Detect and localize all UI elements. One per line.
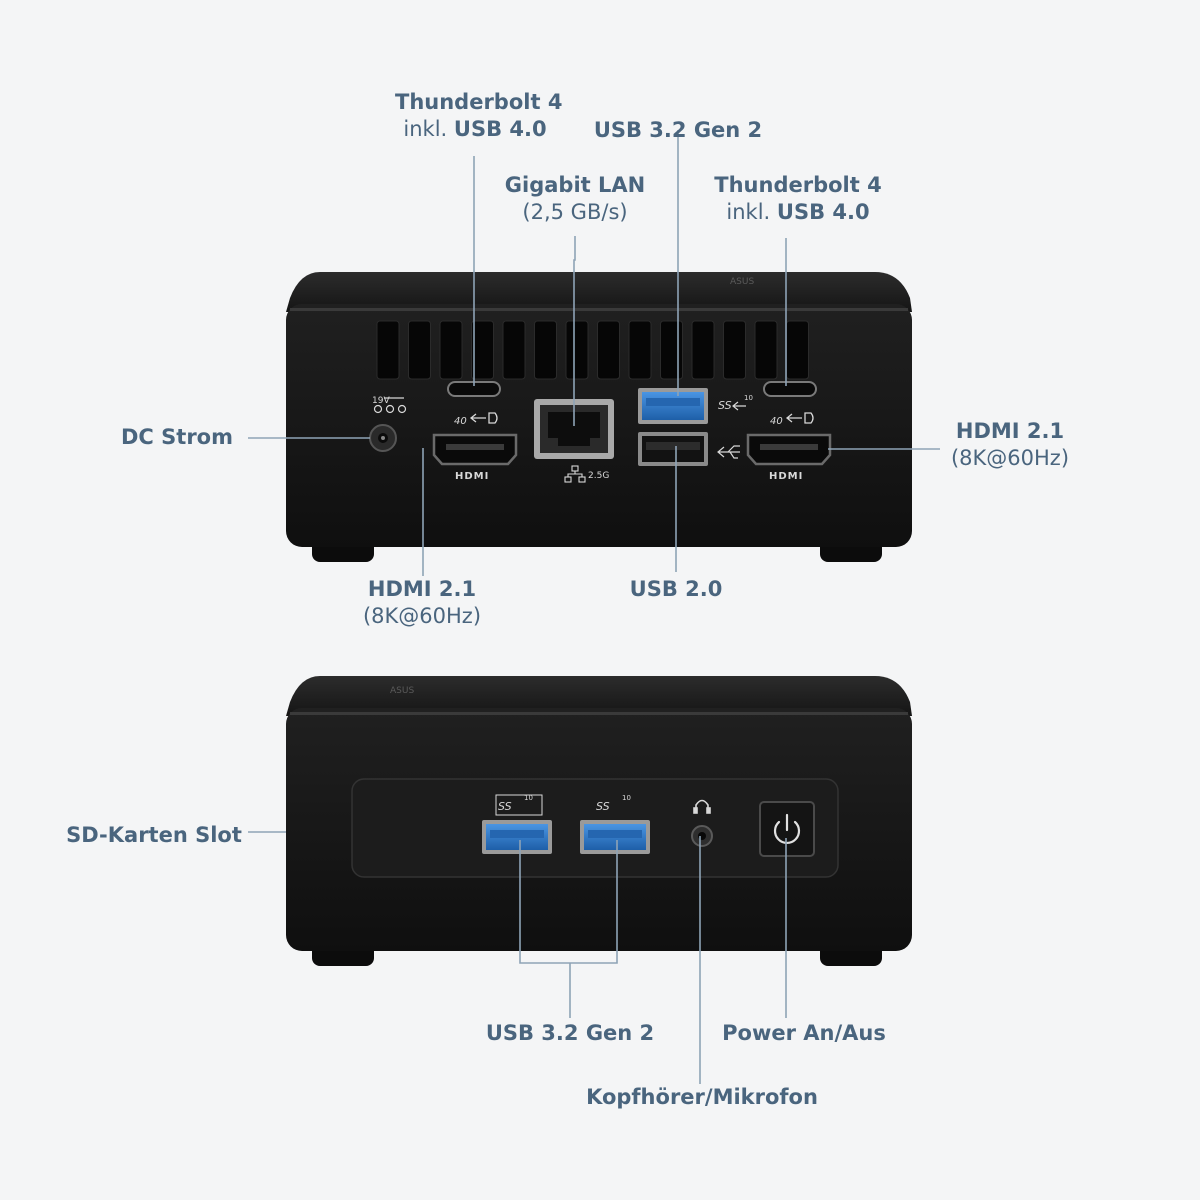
dc-marking: 19V	[372, 396, 390, 406]
vent-slot	[502, 320, 526, 380]
label-hdmi-left: HDMI 2.1 (8K@60Hz)	[356, 576, 488, 630]
tb-right-marking: 40	[770, 416, 783, 427]
label-lan: Gigabit LAN (2,5 GB/s)	[500, 172, 650, 226]
power-icon	[773, 813, 801, 844]
label-usb32-front: USB 3.2 Gen 2	[482, 1020, 658, 1047]
sd-card-icon	[495, 794, 543, 816]
label-lan-title: Gigabit LAN	[504, 173, 646, 197]
headset-icon	[693, 799, 711, 814]
usb-b-marking: SS	[596, 800, 610, 813]
label-hdmi-left-title: HDMI 2.1	[367, 577, 477, 601]
label-sd-title: SD-Karten Slot	[66, 823, 242, 847]
lid-seam	[290, 308, 908, 311]
usb-a-marking: SS	[498, 800, 512, 813]
hdmi-left-logo: HDMI	[455, 471, 489, 482]
label-hdmi-right: HDMI 2.1 (8K@60Hz)	[944, 418, 1076, 472]
label-hdmi-left-subtitle: (8K@60Hz)	[362, 604, 482, 628]
brand-mark: ASUS	[390, 686, 414, 696]
label-sd: SD-Karten Slot	[62, 822, 246, 849]
lid-top	[286, 272, 912, 312]
vent-slot	[597, 320, 620, 380]
usb-a-speed: 10	[524, 794, 533, 802]
lan-marking: 2.5G	[588, 471, 609, 481]
label-usb32-front-title: USB 3.2 Gen 2	[485, 1021, 655, 1045]
usb-icon	[732, 401, 746, 411]
usb-icon	[717, 445, 740, 459]
front-view-device: ASUS SS 10 SS 10	[286, 676, 912, 966]
label-tb4-left-suffix: USB 4.0	[453, 117, 547, 141]
tb-left-marking: 40	[454, 416, 467, 427]
label-tb4-right-suffix: USB 4.0	[776, 200, 870, 224]
lid-seam	[290, 712, 908, 715]
back-view-device: ASUS 19V 40 HDMI 2.5G	[286, 272, 912, 562]
label-hdmi-right-title: HDMI 2.1	[955, 419, 1065, 443]
usb32-speed: 10	[744, 394, 753, 402]
hdmi-right-logo: HDMI	[769, 471, 803, 482]
lid-top	[286, 676, 912, 716]
label-dc-title: DC Strom	[121, 425, 233, 449]
vent-slot	[565, 320, 589, 380]
label-usb20: USB 2.0	[616, 576, 736, 603]
leader-usb32-front	[519, 840, 618, 964]
label-power: Power An/Aus	[716, 1020, 892, 1047]
ethernet-icon	[564, 465, 586, 483]
label-audio-title: Kopfhörer/Mikrofon	[586, 1085, 818, 1109]
label-usb32-top-title: USB 3.2 Gen 2	[593, 118, 763, 142]
label-dc: DC Strom	[116, 424, 238, 451]
label-usb20-title: USB 2.0	[629, 577, 723, 601]
label-tb4-right-prefix: inkl.	[726, 200, 777, 224]
vent-slot	[723, 320, 746, 380]
vent-slot	[660, 320, 683, 380]
thunderbolt-icon	[469, 412, 498, 424]
vent-slot	[376, 320, 400, 380]
vent-slot	[754, 320, 778, 380]
label-lan-subtitle: (2,5 GB/s)	[522, 200, 628, 224]
label-tb4-left-title: Thunderbolt 4	[395, 90, 563, 114]
label-tb4-right-title: Thunderbolt 4	[714, 173, 882, 197]
leader-lan	[573, 236, 576, 426]
vent-slot	[534, 320, 557, 380]
label-power-title: Power An/Aus	[722, 1021, 886, 1045]
vent-slot	[691, 320, 715, 380]
label-tb4-right: Thunderbolt 4 inkl. USB 4.0	[710, 172, 886, 226]
usb-b-speed: 10	[622, 794, 631, 802]
dc-polarity-icon	[373, 397, 407, 414]
vent-slot	[439, 320, 463, 380]
vent-slot	[628, 320, 652, 380]
vent-slot	[408, 320, 431, 380]
label-usb32-top: USB 3.2 Gen 2	[592, 117, 764, 144]
leader-lines	[248, 130, 940, 1084]
thunderbolt-port-right	[763, 381, 817, 397]
vent-grille	[376, 320, 809, 380]
displayport-icon	[785, 412, 814, 424]
vent-slot	[471, 320, 494, 380]
usb32-marking: SS	[718, 399, 732, 412]
label-tb4-left-prefix: inkl.	[403, 117, 454, 141]
label-audio: Kopfhörer/Mikrofon	[586, 1084, 818, 1111]
brand-mark: ASUS	[730, 277, 754, 287]
label-hdmi-right-subtitle: (8K@60Hz)	[950, 446, 1070, 470]
vent-slot	[786, 320, 809, 380]
label-tb4-left: Thunderbolt 4 inkl. USB 4.0	[395, 89, 563, 143]
